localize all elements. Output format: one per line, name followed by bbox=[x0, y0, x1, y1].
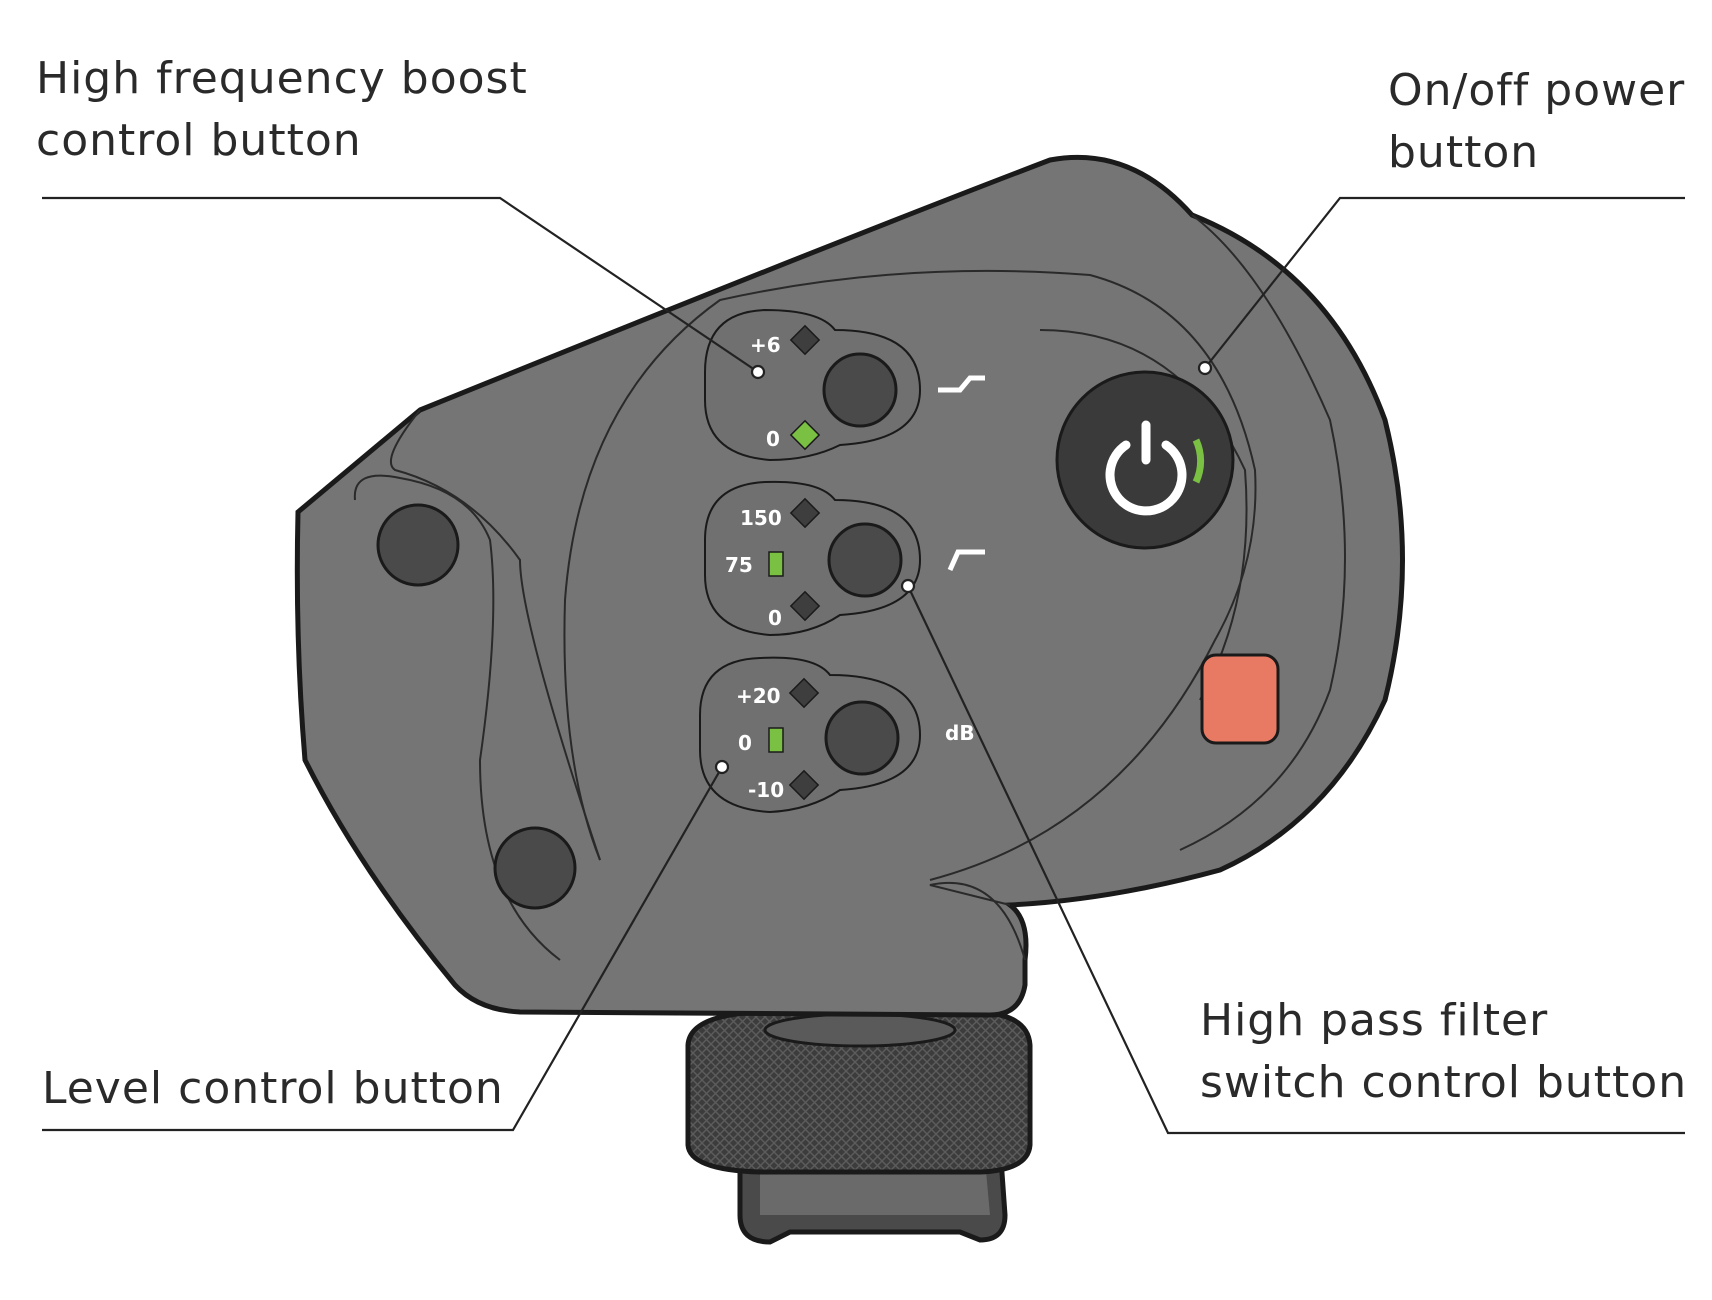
record-button[interactable] bbox=[1200, 653, 1280, 745]
leader-high-pass-dot bbox=[900, 578, 916, 594]
high-pass-curve-icon bbox=[947, 549, 985, 572]
power-status-led bbox=[1192, 438, 1205, 484]
level-button[interactable] bbox=[824, 700, 900, 776]
side-knob-upper bbox=[376, 503, 460, 587]
high-pass-control[interactable]: 150 75 0 bbox=[704, 480, 985, 637]
high-pass-led-mid bbox=[768, 551, 784, 577]
leader-high-pass bbox=[907, 585, 1685, 1135]
leader-power-dot bbox=[1197, 360, 1213, 376]
callout-hpf-line1: High pass filter bbox=[1200, 995, 1549, 1046]
level-led-top bbox=[788, 677, 820, 709]
hf-boost-led-top bbox=[789, 324, 821, 356]
power-button[interactable] bbox=[1055, 370, 1235, 550]
hf-boost-button[interactable] bbox=[822, 352, 898, 428]
callout-power-line2: button bbox=[1388, 127, 1540, 178]
callout-hpf-line2: switch control button bbox=[1200, 1057, 1688, 1108]
level-control[interactable]: +20 0 -10 dB bbox=[699, 656, 975, 814]
callout-high-frequency-boost: High frequency boost control button bbox=[36, 48, 528, 172]
callout-hf-line2: control button bbox=[36, 115, 362, 166]
high-pass-button[interactable] bbox=[827, 522, 903, 598]
hf-boost-label-bottom: 0 bbox=[766, 427, 780, 451]
leader-lines bbox=[42, 196, 1685, 1135]
high-pass-label-top: 150 bbox=[740, 506, 782, 530]
high-pass-label-mid: 75 bbox=[725, 553, 753, 577]
callout-level-line1: Level control button bbox=[42, 1063, 504, 1114]
callout-power: On/off power button bbox=[1388, 60, 1685, 184]
hf-boost-label-top: +6 bbox=[750, 333, 781, 357]
level-unit-label: dB bbox=[945, 721, 975, 745]
hf-boost-control[interactable]: +6 0 bbox=[704, 308, 985, 462]
level-led-bottom bbox=[788, 769, 820, 801]
callout-level: Level control button bbox=[42, 1058, 504, 1120]
callout-hf-line1: High frequency boost bbox=[36, 53, 528, 104]
side-knob-lower bbox=[493, 826, 577, 910]
callout-power-line1: On/off power bbox=[1388, 65, 1686, 116]
high-shelf-curve-icon bbox=[938, 375, 985, 393]
leader-level-dot bbox=[714, 759, 730, 775]
level-led-mid bbox=[768, 727, 784, 753]
level-label-top: +20 bbox=[736, 684, 781, 708]
leader-level bbox=[42, 766, 723, 1132]
high-pass-led-top bbox=[789, 497, 821, 529]
level-label-mid: 0 bbox=[738, 731, 752, 755]
level-label-bottom: -10 bbox=[748, 778, 784, 802]
locking-wheel bbox=[685, 1009, 1033, 1175]
power-icon bbox=[1105, 420, 1187, 516]
leader-hf-boost bbox=[42, 196, 759, 373]
hf-boost-led-bottom bbox=[789, 419, 821, 451]
high-pass-label-bottom: 0 bbox=[768, 606, 782, 630]
callout-high-pass: High pass filter switch control button bbox=[1200, 990, 1687, 1114]
high-pass-led-bottom bbox=[789, 590, 821, 622]
leader-power bbox=[1204, 196, 1685, 369]
leader-hf-boost-dot bbox=[750, 364, 766, 380]
